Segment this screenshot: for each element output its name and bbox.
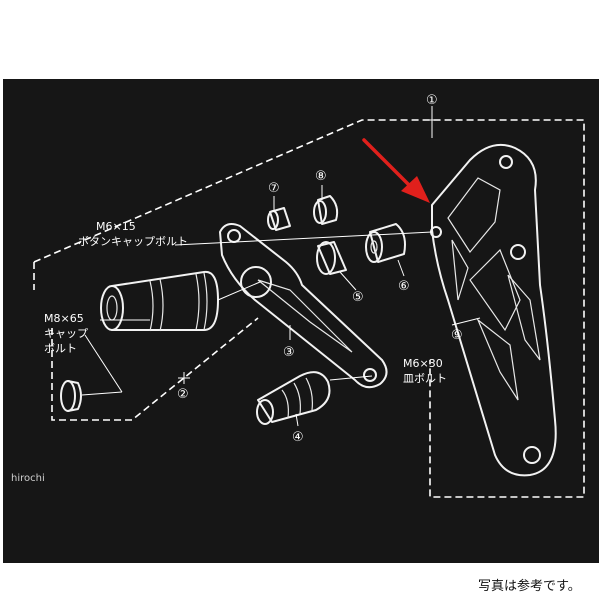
leader-9 <box>451 317 481 326</box>
part-number-3: ③ <box>283 345 295 360</box>
label-m6x15-size: M6×15 <box>96 220 136 233</box>
part-6-collar <box>365 223 406 263</box>
leader-6 <box>397 259 405 277</box>
part-number-6: ⑥ <box>398 279 410 294</box>
part-5-spacer <box>316 241 347 275</box>
label-m8x65-name-2: ボルト <box>44 342 77 355</box>
part-7-bush <box>267 207 291 231</box>
part-8-washer <box>313 195 339 225</box>
part-number-4: ④ <box>292 430 304 445</box>
assembly-outline-1 <box>33 119 585 498</box>
part-9-bracket-plate <box>430 144 557 477</box>
part-number-1: ① <box>426 93 438 108</box>
axis-m6x15 <box>174 231 433 246</box>
label-m6x15-name: ボタンキャップボルト <box>78 235 188 248</box>
assembly-outline-2 <box>51 317 259 421</box>
watermark-text: hirochi <box>11 473 45 484</box>
footer-note: 写真は参考です。 <box>478 578 581 594</box>
part-number-2: ② <box>177 387 189 402</box>
axis-peg <box>217 281 261 301</box>
part-number-5: ⑤ <box>352 290 364 305</box>
label-m6x30-size: M6×30 <box>403 357 443 370</box>
leader-5 <box>339 271 357 291</box>
label-m6x30-name: 皿ボルト <box>403 372 447 385</box>
leader-m8-cap-end <box>81 391 123 396</box>
part-number-7: ⑦ <box>268 181 280 196</box>
leader-4 <box>295 413 299 427</box>
axis-m6x30 <box>329 375 373 381</box>
part-number-8: ⑧ <box>315 169 327 184</box>
label-m8x65-size: M8×65 <box>44 312 84 325</box>
part-4-rubber-grip <box>256 371 331 425</box>
pointer-arrow-icon <box>362 138 430 203</box>
part-number-9: ⑨ <box>451 328 463 343</box>
leader-m8-to-cap <box>84 334 123 393</box>
label-m8x65-name-1: キャップ <box>44 327 88 340</box>
part-2-end-cap <box>60 380 82 412</box>
part-3-step-arm <box>219 223 388 389</box>
